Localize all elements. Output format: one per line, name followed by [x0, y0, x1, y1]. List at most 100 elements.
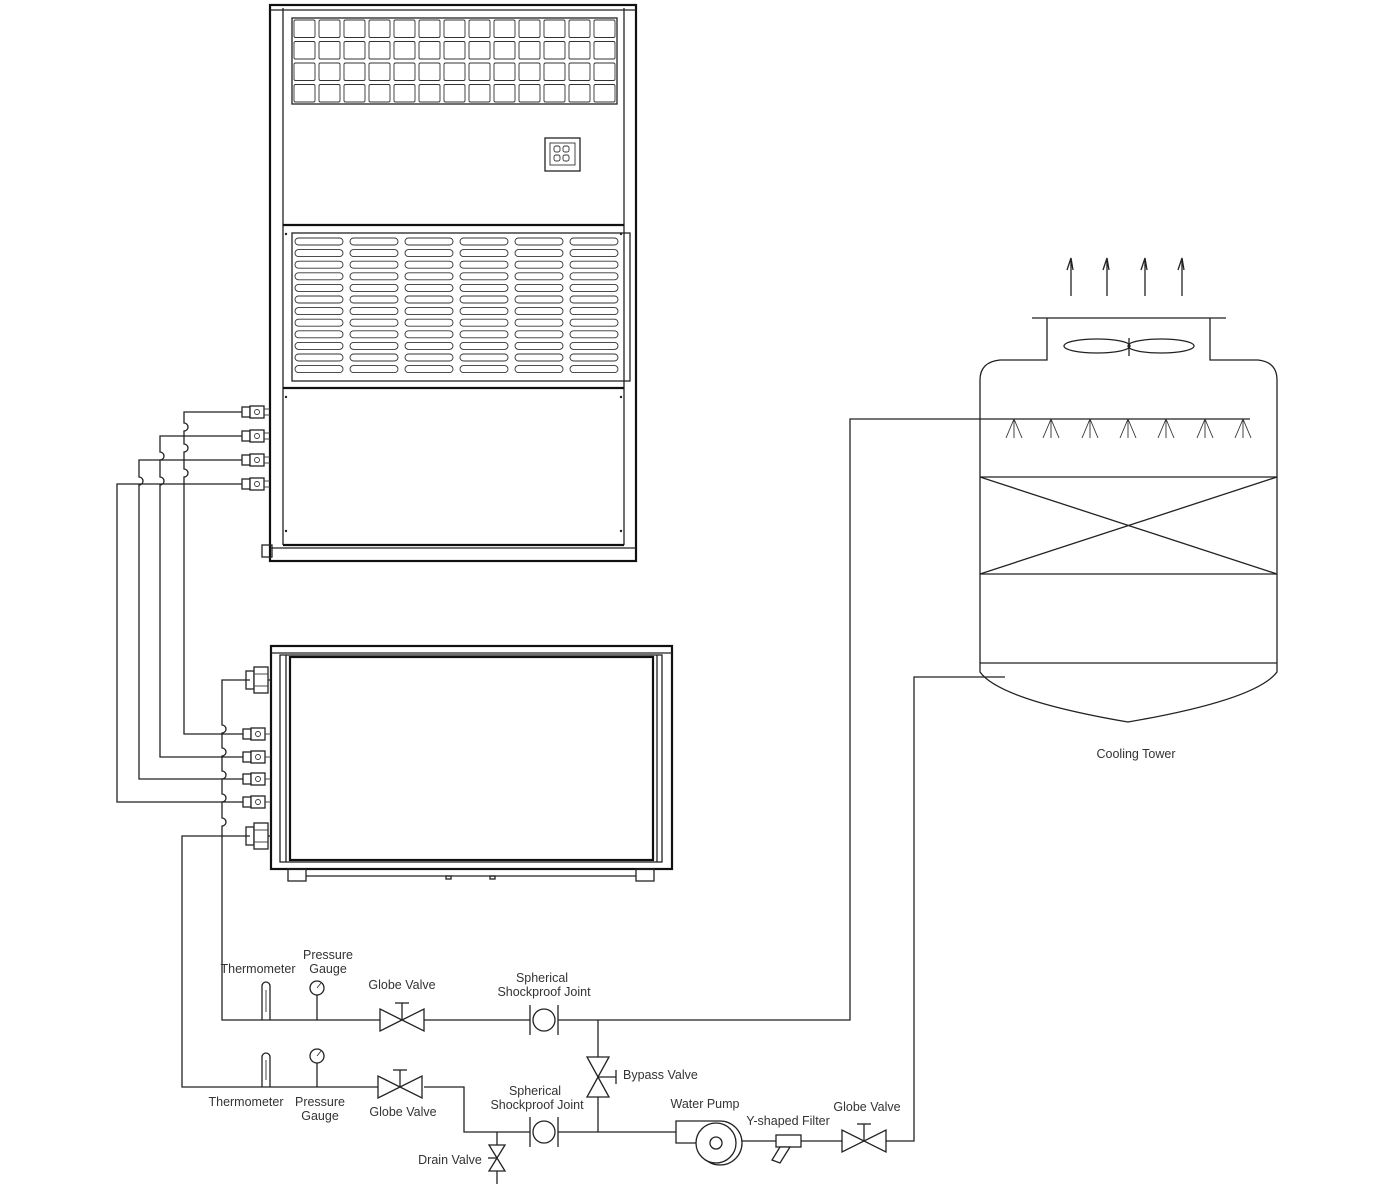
pressure-gauge-icon — [309, 980, 325, 1020]
louvre-slot — [459, 272, 509, 281]
louvre-slot — [514, 260, 564, 269]
louvre-slot — [459, 318, 509, 327]
grille-cell — [593, 84, 616, 103]
grille-cell — [393, 41, 416, 60]
water-pump-label: Water Pump — [670, 1097, 739, 1111]
louvre-slot — [404, 283, 454, 292]
louvre-slot — [294, 260, 344, 269]
louvre-slot — [294, 353, 344, 362]
fitting-bolt — [255, 776, 261, 782]
grille-cell — [543, 62, 566, 81]
pressure-gauge-icon — [309, 1048, 325, 1087]
grille-cell — [543, 41, 566, 60]
fitting-bolt — [255, 754, 261, 760]
fitting-nut — [241, 454, 251, 466]
louvre-slot — [514, 295, 564, 304]
grille-cell — [568, 62, 591, 81]
grille-cell — [493, 41, 516, 60]
grille-cell — [443, 19, 466, 38]
grille-cell — [543, 19, 566, 38]
louvre-slot — [459, 295, 509, 304]
louvre-slot — [404, 272, 454, 281]
fitting-body — [249, 429, 265, 443]
fitting-body — [250, 727, 266, 741]
supply-return-pipes — [424, 418, 1005, 1184]
grille-cell — [443, 84, 466, 103]
pressure-gauge-label: Gauge — [301, 1109, 339, 1123]
grille-frame — [291, 17, 618, 105]
fitting-bolt — [254, 433, 260, 439]
louvre-slot — [349, 307, 399, 316]
louvre-slot — [569, 307, 619, 316]
spray-nozzle-icon — [1119, 418, 1137, 439]
panel-screws — [284, 232, 623, 533]
louvre-slot — [349, 353, 399, 362]
louvre-slot — [349, 365, 399, 374]
louvre-slot — [569, 341, 619, 350]
grille-cell — [318, 41, 341, 60]
spherical-joint-label: Spherical — [516, 971, 568, 985]
fitting-bolt — [254, 481, 260, 487]
globe-valve-label: Globe Valve — [369, 1105, 436, 1119]
thermometer-label: Thermometer — [208, 1095, 283, 1109]
grille-cell — [418, 41, 441, 60]
spray-nozzle-icon — [1005, 418, 1023, 439]
spray-nozzle-icon — [1042, 418, 1060, 439]
labels: Cooling Tower Thermometer Pressure Gauge… — [208, 747, 1175, 1167]
louvre-slot — [569, 365, 619, 374]
fitting-bolt — [255, 731, 261, 737]
grille-cell — [293, 62, 316, 81]
globe-valve-icon — [377, 1069, 423, 1100]
louvre-slot — [404, 365, 454, 374]
louvre-slot — [349, 318, 399, 327]
globe-valve-icon — [379, 1002, 425, 1033]
water-cooled-condenser — [242, 644, 674, 882]
grille-cell — [568, 41, 591, 60]
fitting-body — [250, 772, 266, 786]
spherical-joint-label: Spherical — [509, 1084, 561, 1098]
louvre-slot — [294, 365, 344, 374]
pressure-gauge-label: Pressure — [303, 948, 353, 962]
spray-nozzle-icon — [1234, 418, 1252, 439]
louvre-slot — [459, 260, 509, 269]
bypass-valve-label: Bypass Valve — [623, 1068, 698, 1082]
grille-cell — [368, 41, 391, 60]
louvre-slot — [514, 341, 564, 350]
water-fitting-body — [253, 666, 269, 694]
louvre-slot — [459, 283, 509, 292]
grille-cell — [518, 41, 541, 60]
louvre-slot — [294, 295, 344, 304]
louvre-slot — [404, 260, 454, 269]
fitting-nut — [241, 478, 251, 490]
louvre-slot — [569, 330, 619, 339]
cooling-tower-fan-icon — [1063, 338, 1195, 356]
spray-nozzles — [1005, 418, 1252, 439]
exhaust-arrow-icon — [1066, 257, 1074, 296]
louvre-slot — [349, 272, 399, 281]
drain-valve-label: Drain Valve — [418, 1153, 482, 1167]
fitting-body — [250, 750, 266, 764]
grille-cell — [418, 19, 441, 38]
grille-cell — [518, 19, 541, 38]
grille-cell — [418, 84, 441, 103]
grille-cell — [593, 19, 616, 38]
grille-cell — [443, 41, 466, 60]
grille-cell — [493, 84, 516, 103]
fitting-body — [250, 795, 266, 809]
louvre-slot — [569, 295, 619, 304]
drain-valve-icon — [487, 1144, 507, 1172]
spray-nozzle-icon — [1157, 418, 1175, 439]
fitting-nut — [242, 728, 252, 740]
fitting-nut — [242, 751, 252, 763]
globe-valve-icon — [841, 1123, 887, 1154]
grille-cell — [593, 41, 616, 60]
grille-cell — [468, 19, 491, 38]
grille-cell — [318, 19, 341, 38]
grille-cell — [293, 41, 316, 60]
globe-valve-label: Globe Valve — [833, 1100, 900, 1114]
louvre-slot — [459, 237, 509, 246]
louvre-slot — [349, 341, 399, 350]
thermometer-icon — [261, 981, 271, 1020]
louvre-slot — [569, 318, 619, 327]
grille-cell — [468, 62, 491, 81]
